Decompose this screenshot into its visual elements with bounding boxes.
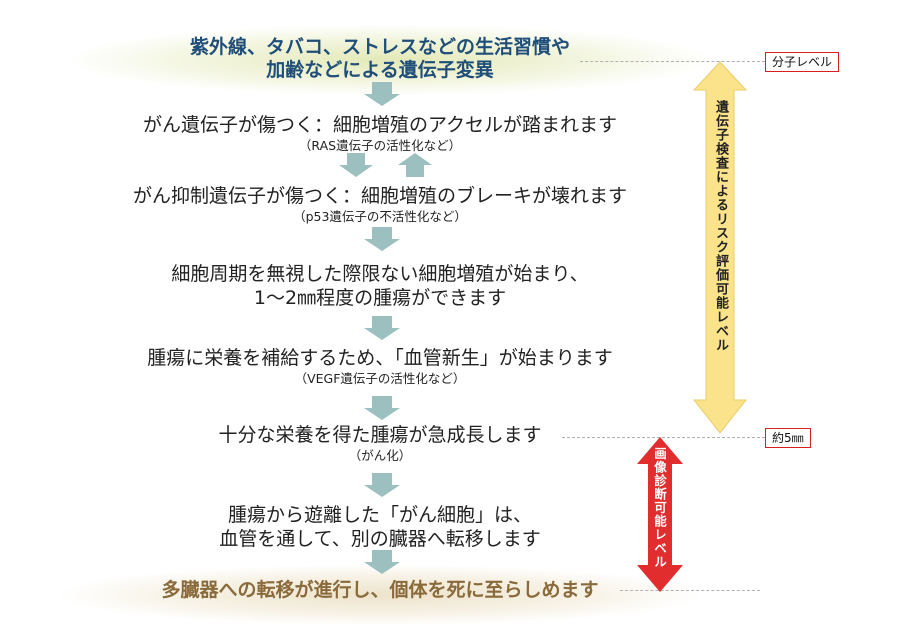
step-tumor-suppressor: がん抑制遺伝子が傷つく：細胞増殖のブレーキが壊れます （p53遺伝子の不活性化な… bbox=[0, 184, 760, 226]
step-metastasis: 腫瘍から遊離した「がん細胞」は、 血管を通して、別の臓器へ転移します bbox=[0, 503, 760, 551]
imaging-range-label: 画像診断可能レベル bbox=[652, 447, 667, 569]
size-level-dashed-line bbox=[562, 437, 765, 438]
step-rapid-growth: 十分な栄養を得た腫瘍が急成長します （がん化） bbox=[0, 423, 760, 465]
down-arrow-4 bbox=[364, 316, 400, 340]
step-angiogenesis-sub: （VEGF遺伝子の活性化など） bbox=[294, 371, 466, 386]
step-oncogene-main: がん遺伝子が傷つく：細胞増殖のアクセルが踏まれます bbox=[142, 114, 618, 136]
step-rapid-growth-main: 十分な栄養を得た腫瘍が急成長します bbox=[218, 424, 542, 446]
step-tumor-suppressor-sub: （p53遺伝子の不活性化など） bbox=[293, 209, 467, 224]
top-cause-line1: 紫外線、タバコ、ストレスなどの生活習慣や bbox=[189, 36, 570, 58]
genetic-test-range-label: 遺伝子検査によるリスク評価可能レベル bbox=[713, 100, 728, 352]
genetic-test-range-arrow bbox=[692, 61, 748, 434]
size-level-label: 約5㎜ bbox=[765, 428, 811, 448]
molecular-level-label: 分子レベル bbox=[765, 52, 840, 72]
step-oncogene: がん遺伝子が傷つく：細胞増殖のアクセルが踏まれます （RAS遺伝子の活性化など） bbox=[0, 113, 760, 155]
step-rapid-growth-sub: （がん化） bbox=[348, 448, 412, 463]
down-arrow-6 bbox=[364, 473, 400, 497]
step-angiogenesis-main: 腫瘍に栄養を補給するため、「血管新生」が始まります bbox=[147, 347, 613, 369]
step-metastasis-line1: 腫瘍から遊離した「がん細胞」は、 bbox=[227, 504, 532, 526]
final-outcome-text: 多臓器への転移が進行し、個体を死に至らしめます bbox=[161, 579, 599, 601]
step-cell-proliferation: 細胞周期を無視した際限ない細胞増殖が始まり、 1〜2㎜程度の腫瘍ができます bbox=[0, 262, 760, 310]
top-cause-line2: 加齢などによる遺伝子変異 bbox=[266, 59, 494, 81]
molecular-level-dashed-line bbox=[580, 61, 765, 62]
step-cell-proliferation-line2: 1〜2㎜程度の腫瘍ができます bbox=[253, 287, 507, 309]
down-arrow-5 bbox=[364, 396, 400, 420]
down-arrow-1 bbox=[364, 82, 400, 106]
step-tumor-suppressor-main: がん抑制遺伝子が傷つく：細胞増殖のブレーキが壊れます bbox=[132, 185, 627, 207]
down-arrow-2 bbox=[339, 153, 373, 177]
down-arrow-7 bbox=[364, 550, 400, 574]
final-outcome-block: 多臓器への転移が進行し、個体を死に至らしめます bbox=[0, 578, 760, 602]
step-metastasis-line2: 血管を通して、別の臓器へ転移します bbox=[219, 528, 541, 550]
imaging-range-arrow bbox=[637, 437, 683, 592]
bottom-dashed-line bbox=[620, 590, 760, 591]
bottom-highlight-glow bbox=[60, 565, 700, 625]
step-cell-proliferation-line1: 細胞周期を無視した際限ない細胞増殖が始まり、 bbox=[171, 263, 589, 285]
step-angiogenesis: 腫瘍に栄養を補給するため、「血管新生」が始まります （VEGF遺伝子の活性化など… bbox=[0, 346, 760, 388]
top-cause-block: 紫外線、タバコ、ストレスなどの生活習慣や 加齢などによる遺伝子変異 bbox=[0, 36, 760, 82]
step-oncogene-sub: （RAS遺伝子の活性化など） bbox=[298, 138, 462, 153]
up-arrow bbox=[398, 153, 432, 177]
down-arrow-3 bbox=[364, 227, 400, 251]
